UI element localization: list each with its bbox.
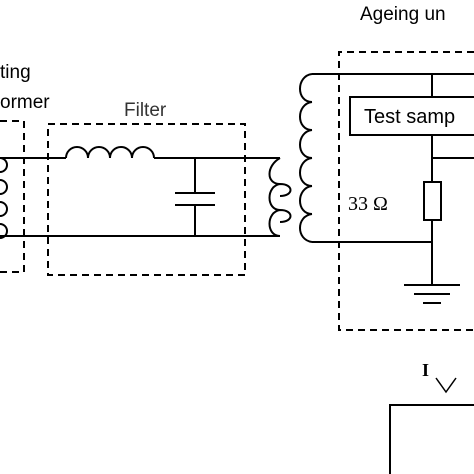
resistor-label: 33 Ω	[348, 193, 388, 215]
filter-inductor	[65, 146, 155, 159]
transformer-label-line2: ormer	[0, 92, 50, 113]
measurement-box	[389, 404, 474, 474]
ground-symbol	[404, 284, 460, 304]
current-label: I	[422, 360, 429, 380]
transformer-coil	[0, 157, 8, 239]
test-sample-box	[349, 96, 474, 136]
ageing-unit-box	[338, 51, 474, 331]
hv-secondary-coil	[299, 73, 313, 243]
filter-label: Filter	[124, 100, 167, 121]
filter-capacitor-plates	[175, 192, 215, 206]
resistor-33-ohm	[423, 181, 442, 221]
transformer-box	[0, 120, 25, 273]
transformer-label-line1: ting	[0, 62, 31, 83]
hv-primary-coil	[268, 157, 292, 237]
filter-box	[47, 123, 246, 276]
ageing-unit-label: Ageing un	[360, 4, 446, 25]
test-sample-label: Test samp	[364, 106, 455, 128]
current-arrow	[435, 377, 457, 394]
